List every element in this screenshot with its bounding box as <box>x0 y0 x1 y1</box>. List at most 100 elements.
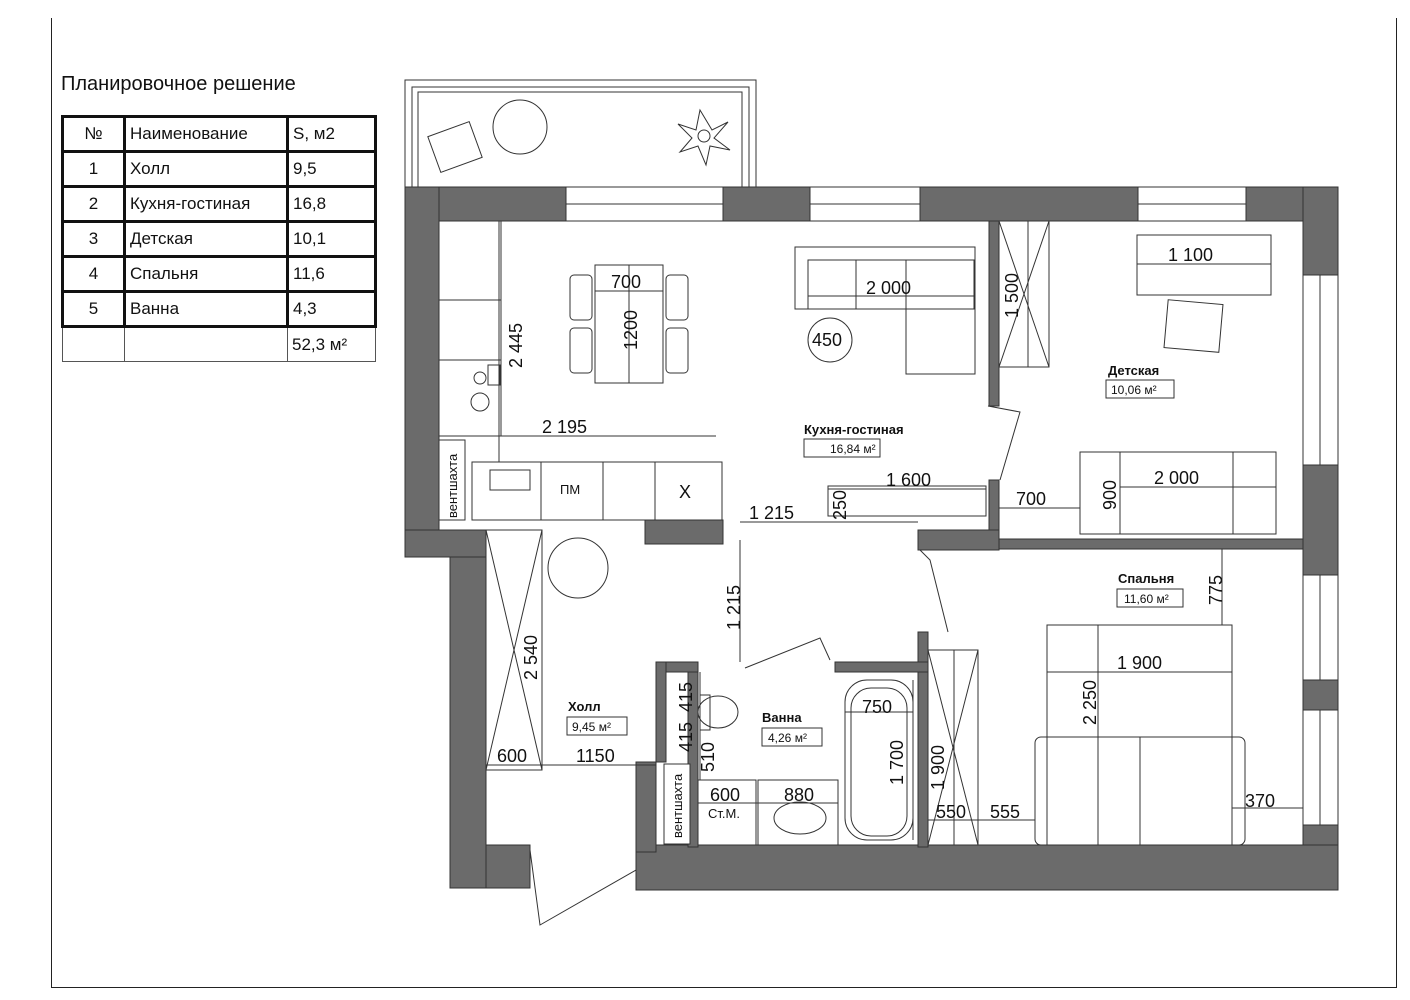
bath-sink-icon <box>773 801 827 835</box>
desk-chair <box>1163 299 1224 353</box>
room-area-kids: 10,06 м² <box>1111 383 1157 397</box>
coffee-table <box>807 317 853 363</box>
dim-hall-600: 600 <box>497 746 527 766</box>
area-box-bedroom <box>1116 588 1184 608</box>
dim-toilet-a: 415 <box>676 682 696 712</box>
row-name: Кухня-гостиная <box>123 185 289 223</box>
wall-bottom-left <box>485 844 531 889</box>
dim-tv-depth: 250 <box>830 490 850 520</box>
door-bedroom <box>919 549 949 633</box>
row-area: 9,5 <box>286 150 377 188</box>
chair <box>665 274 689 321</box>
room-area-bath: 4,26 м² <box>768 731 807 745</box>
table-row: 1 Холл 9,5 <box>61 150 377 188</box>
dim-wm-width: 600 <box>710 785 740 805</box>
dim-sink-width: 880 <box>784 785 814 805</box>
cooktop-label: ПМ <box>560 482 580 497</box>
tv-stand <box>827 485 987 517</box>
room-area-kitchen: 16,84 м² <box>830 442 876 456</box>
dim-closet-a: 550 <box>936 802 966 822</box>
dim-kitchen-width: 2 195 <box>542 417 587 437</box>
plan-title: Планировочное решение <box>61 73 296 95</box>
vanity <box>757 779 839 846</box>
row-name: Детская <box>123 220 289 258</box>
dim-toilet-c: 510 <box>698 742 718 772</box>
wall-bath-left <box>655 661 667 763</box>
area-box-kids <box>1105 379 1175 399</box>
area-box-kitchen <box>803 438 881 458</box>
dim-tv-stand: 1 600 <box>886 470 931 490</box>
table-row: 3 Детская 10,1 <box>61 220 377 258</box>
wall-kids-bedroom <box>998 538 1304 550</box>
row-num: 4 <box>61 255 126 293</box>
dim-bath-width: 750 <box>862 697 892 717</box>
row-num: 5 <box>61 290 126 328</box>
table-row: 5 Ванна 4,3 <box>61 290 377 328</box>
room-area-bedroom: 11,60 м² <box>1124 592 1169 606</box>
room-label-kids: Детская <box>1108 363 1159 378</box>
wall-corridor <box>917 529 1000 551</box>
wall-left-lower <box>449 529 487 889</box>
row-area: 11,6 <box>286 255 377 293</box>
wall-bottom <box>635 844 1339 891</box>
dim-kids-door: 700 <box>1016 489 1046 509</box>
wall-kitchen-kids <box>988 220 1000 407</box>
dim-hall-vertical: 1 215 <box>724 585 744 630</box>
vent-label-top: вентшахта <box>445 453 460 518</box>
kitchen-cabinets <box>438 220 502 437</box>
dim-wardrobe: 1 500 <box>1002 273 1022 318</box>
wall-left-step <box>404 529 487 558</box>
dim-passage: 1 215 <box>749 503 794 523</box>
room-table: № Наименование S, м2 1 Холл 9,5 2 Кухня-… <box>61 115 377 362</box>
dim-bed-width: 1 900 <box>1117 653 1162 673</box>
dim-table-length: 1200 <box>621 310 641 350</box>
row-area: 10,1 <box>286 220 377 258</box>
wall-bath-top-right <box>834 661 929 673</box>
kitchen-counter <box>471 461 723 521</box>
room-label-hall: Холл <box>568 699 601 714</box>
wall-vent-left <box>635 761 657 853</box>
vent-label-bottom: вентшахта <box>670 773 685 838</box>
wall-bath-inner <box>687 671 699 848</box>
wardrobe <box>998 220 1050 368</box>
sink-icon <box>470 392 490 412</box>
room-label-kitchen: Кухня-гостиная <box>804 422 904 437</box>
row-area: 16,8 <box>286 185 377 223</box>
kids-desk <box>1136 234 1272 296</box>
row-name: Ванна <box>123 290 289 328</box>
dim-coffee-table: 450 <box>812 330 842 350</box>
row-name: Спальня <box>123 255 289 293</box>
header-name: Наименование <box>123 115 289 153</box>
row-num: 3 <box>61 220 126 258</box>
dim-desk: 1 100 <box>1168 245 1213 265</box>
dimension-lines <box>486 221 1303 845</box>
area-box-bath <box>761 727 823 747</box>
chair <box>569 327 593 374</box>
dim-closet-length: 1 900 <box>928 745 948 790</box>
closet <box>927 649 979 846</box>
table-total-row: 52,3 м² <box>62 326 376 362</box>
chair <box>569 274 593 321</box>
dim-sofa: 2 000 <box>866 278 911 298</box>
dim-toilet-b: 415 <box>676 722 696 752</box>
balcony-table <box>492 99 548 155</box>
plant-icon <box>677 108 731 167</box>
total-area: 52,3 м² <box>287 326 376 362</box>
balcony <box>404 79 757 188</box>
fridge-label: Х <box>679 482 691 502</box>
dim-bedside: 370 <box>1245 791 1275 811</box>
vent-shaft-bottom <box>663 763 691 845</box>
dim-kitchen-depth: 2 445 <box>506 323 526 368</box>
table-header: № Наименование S, м2 <box>61 115 377 153</box>
toilet-icon <box>697 695 739 729</box>
chair <box>665 327 689 374</box>
dim-hall-length: 2 540 <box>521 635 541 680</box>
dim-bath-length: 1 700 <box>887 740 907 785</box>
washing-machine <box>697 779 757 846</box>
room-label-bedroom: Спальня <box>1118 571 1174 586</box>
drawing-frame <box>51 18 1397 988</box>
washing-machine-label: Ст.М. <box>708 806 740 821</box>
row-area: 4,3 <box>286 290 377 328</box>
area-box-hall <box>566 716 628 736</box>
